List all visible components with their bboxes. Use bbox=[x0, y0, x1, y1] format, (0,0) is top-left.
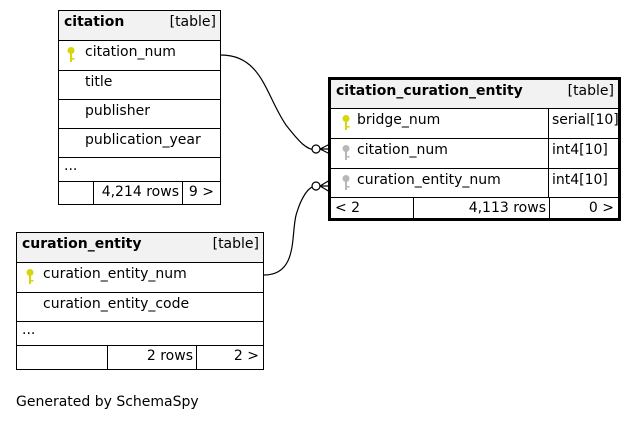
column-type-cell: int4[10] bbox=[548, 139, 618, 168]
foreign-key-icon bbox=[342, 175, 350, 190]
parents-link-cell[interactable]: < 2 bbox=[331, 198, 414, 218]
children-count[interactable]: 0 > bbox=[588, 200, 614, 216]
column-type: serial[10] bbox=[552, 112, 619, 128]
column-row[interactable]: curation_entity_code bbox=[17, 293, 263, 322]
more-columns-row: ... bbox=[17, 322, 263, 346]
primary-key-icon bbox=[342, 115, 350, 130]
table-citation-curation-entity[interactable]: citation_curation_entity [table] bridge_… bbox=[328, 77, 621, 221]
column-row[interactable]: publication_year bbox=[59, 129, 220, 158]
table-header: citation [table] bbox=[59, 11, 220, 41]
relationship-curation-entity bbox=[263, 185, 317, 276]
children-link-cell[interactable]: 9 > bbox=[182, 182, 220, 204]
optional-marker bbox=[311, 181, 321, 191]
children-count[interactable]: 9 > bbox=[188, 184, 214, 200]
row-count: 2 rows bbox=[146, 348, 193, 364]
row-count-cell: 4,214 rows bbox=[93, 182, 183, 204]
children-link-cell[interactable]: 0 > bbox=[549, 198, 618, 218]
column-name: title bbox=[85, 74, 113, 90]
generated-by-footer: Generated by SchemaSpy bbox=[16, 394, 199, 410]
column-row[interactable]: publisher bbox=[59, 100, 220, 129]
footer-empty-cell bbox=[59, 182, 94, 204]
children-count[interactable]: 2 > bbox=[233, 348, 259, 364]
table-type: [table] bbox=[169, 14, 216, 30]
more-columns-row: ... bbox=[59, 158, 220, 182]
column-name: bridge_num bbox=[357, 112, 441, 128]
primary-key-icon bbox=[67, 47, 75, 62]
column-row[interactable]: curation_entity_num bbox=[17, 263, 263, 293]
column-name: curation_entity_num bbox=[357, 172, 501, 188]
table-name: curation_entity bbox=[22, 236, 142, 252]
table-header: curation_entity [table] bbox=[17, 233, 263, 263]
foreign-key-icon bbox=[342, 145, 350, 160]
table-curation-entity[interactable]: curation_entity [table] curation_entity_… bbox=[16, 232, 264, 370]
column-name: curation_entity_num bbox=[43, 266, 187, 282]
table-name: citation_curation_entity bbox=[336, 83, 523, 99]
column-row[interactable]: bridge_num serial[10] bbox=[331, 109, 619, 139]
ellipsis: ... bbox=[22, 322, 36, 338]
column-name: publisher bbox=[85, 103, 150, 119]
parents-count[interactable]: < 2 bbox=[335, 200, 361, 216]
column-type-cell: int4[10] bbox=[548, 169, 618, 197]
relationship-citation bbox=[220, 54, 317, 151]
table-citation[interactable]: citation [table] citation_num title publ… bbox=[58, 10, 221, 205]
table-name: citation bbox=[64, 14, 125, 30]
column-row[interactable]: curation_entity_num int4[10] bbox=[331, 169, 618, 198]
row-count-cell: 4,113 rows bbox=[413, 198, 550, 218]
table-footer: < 2 4,113 rows 0 > bbox=[331, 198, 618, 218]
primary-key-icon bbox=[26, 269, 34, 284]
column-name: publication_year bbox=[85, 132, 201, 148]
table-header: citation_curation_entity [table] bbox=[331, 80, 618, 109]
column-row[interactable]: title bbox=[59, 71, 220, 100]
column-type-cell: serial[10] bbox=[548, 109, 619, 138]
table-type: [table] bbox=[212, 236, 259, 252]
table-footer: 4,214 rows 9 > bbox=[59, 182, 220, 204]
row-count: 4,214 rows bbox=[101, 184, 179, 200]
column-type: int4[10] bbox=[552, 172, 608, 188]
ellipsis: ... bbox=[64, 158, 78, 174]
table-footer: 2 rows 2 > bbox=[17, 346, 263, 369]
column-type: int4[10] bbox=[552, 142, 608, 158]
column-row[interactable]: citation_num int4[10] bbox=[331, 139, 618, 169]
column-name: curation_entity_code bbox=[43, 296, 190, 312]
row-count-cell: 2 rows bbox=[107, 346, 197, 369]
column-name: citation_num bbox=[85, 44, 176, 60]
optional-marker bbox=[311, 144, 321, 154]
column-row[interactable]: citation_num bbox=[59, 41, 220, 71]
column-name: citation_num bbox=[357, 142, 448, 158]
table-type: [table] bbox=[567, 83, 614, 99]
row-count: 4,113 rows bbox=[468, 200, 546, 216]
children-link-cell[interactable]: 2 > bbox=[196, 346, 263, 369]
footer-empty-cell bbox=[17, 346, 108, 369]
